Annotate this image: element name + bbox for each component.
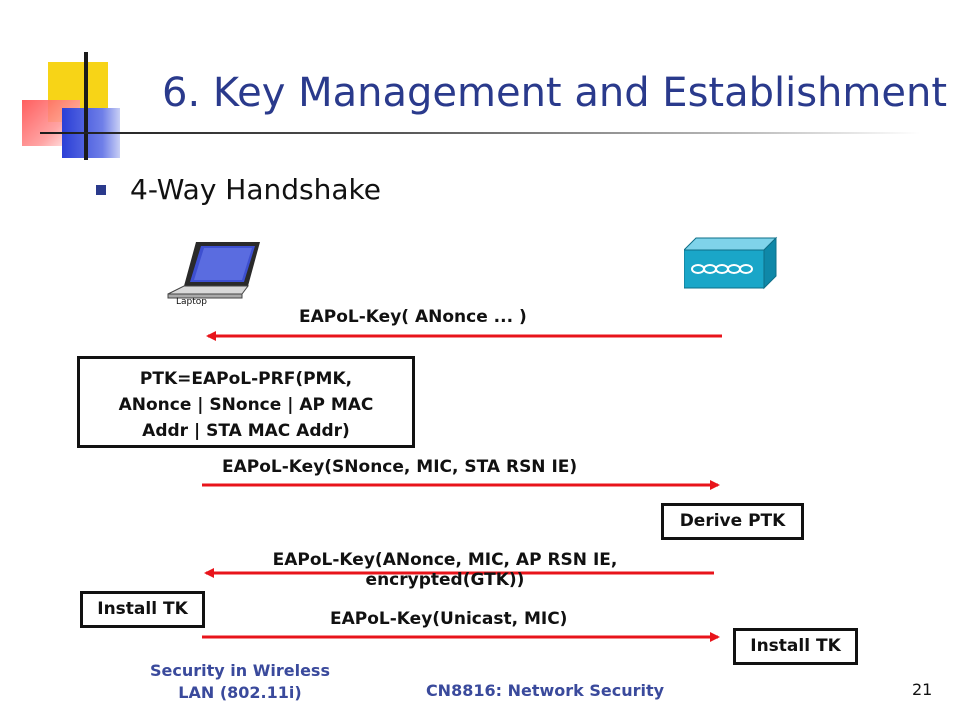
laptop-label: Laptop (176, 297, 207, 306)
logo-vertical-line (84, 52, 88, 160)
msg-2-label: EAPoL-Key(SNonce, MIC, STA RSN IE) (222, 457, 578, 477)
msg-3-label: EAPoL-Key(ANonce, MIC, AP RSN IE, encryp… (230, 550, 660, 590)
slide-number: 21 (912, 680, 933, 699)
msg-3-line-1: EAPoL-Key(ANonce, MIC, AP RSN IE, (272, 550, 618, 570)
ptk-line-3: Addr | STA MAC Addr) (142, 421, 350, 441)
access-point-icon (684, 236, 778, 290)
install-tk-left-box: Install TK (80, 591, 205, 628)
msg-4-label: EAPoL-Key(Unicast, MIC) (330, 609, 568, 629)
ptk-line-2: ANonce | SNonce | AP MAC (118, 395, 374, 415)
slide-title: 6. Key Management and Establishment (162, 70, 948, 116)
ptk-computation-box: PTK=EAPoL-PRF(PMK, ANonce | SNonce | AP … (77, 356, 415, 448)
bullet-marker (96, 185, 106, 195)
ptk-line-1: PTK=EAPoL-PRF(PMK, (139, 369, 353, 389)
derive-ptk-box: Derive PTK (661, 503, 804, 540)
install-tk-right-box: Install TK (733, 628, 858, 665)
footer-left: Security in Wireless LAN (802.11i) (140, 660, 340, 704)
msg-3-line-2: encrypted(GTK)) (365, 570, 525, 590)
title-underline (40, 132, 920, 134)
footer-left-line-2: LAN (802.11i) (178, 683, 302, 702)
footer-course: CN8816: Network Security (425, 681, 665, 700)
laptop-icon: Laptop (167, 242, 260, 306)
bullet-text: 4-Way Handshake (130, 173, 381, 206)
footer-left-line-1: Security in Wireless (150, 661, 330, 680)
msg-1-label: EAPoL-Key( ANonce ... ) (299, 307, 527, 327)
